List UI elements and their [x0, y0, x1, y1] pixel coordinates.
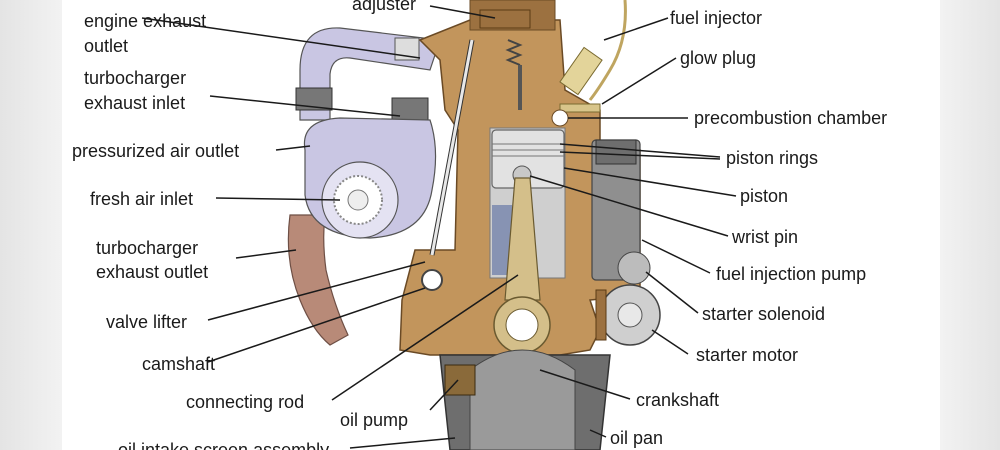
- label-engine-exhaust-outlet-line2: outlet: [84, 36, 128, 56]
- label-oil-pan: oil pan: [610, 428, 663, 448]
- oil-pump-body: [444, 364, 476, 396]
- leader-turbocharger-exhaust-outlet: [235, 249, 297, 259]
- crankshaft-counterweight: [469, 349, 576, 450]
- label-adjuster: adjuster: [352, 0, 416, 14]
- leader-starter-solenoid: [645, 271, 699, 314]
- glow-plug-body: [559, 103, 601, 113]
- label-precombustion-chamber: precombustion chamber: [694, 108, 887, 128]
- label-camshaft: camshaft: [142, 354, 215, 374]
- leader-fuel-injection-pump: [641, 239, 711, 274]
- leader-piston: [563, 167, 737, 197]
- label-turbocharger-exhaust-inlet-line1: turbocharger: [84, 68, 186, 88]
- label-valve-lifter: valve lifter: [106, 312, 187, 332]
- valve-spring: [505, 39, 523, 66]
- leader-wrist-pin: [529, 175, 729, 237]
- fuel-line: [588, 0, 627, 101]
- exhaust-clamp: [295, 87, 333, 111]
- left-labels: engine exhaust outlet turbocharger exhau…: [72, 11, 408, 450]
- leader-engine-exhaust-outlet: [141, 17, 421, 59]
- fuel-injector-body: [559, 46, 603, 96]
- precombustion-chamber: [551, 109, 569, 127]
- label-turbocharger-exhaust-outlet-line2: exhaust outlet: [96, 262, 208, 282]
- leader-piston-rings-a: [559, 143, 721, 158]
- leader-pressurized-air-outlet: [275, 145, 311, 151]
- camshaft-lobe: [421, 269, 443, 291]
- cylinder-bore-shade: [492, 205, 512, 275]
- starter-mount: [595, 289, 607, 341]
- label-pressurized-air-outlet: pressurized air outlet: [72, 141, 239, 161]
- label-piston: piston: [740, 186, 788, 206]
- crankshaft-journal: [505, 308, 539, 342]
- label-fuel-injection-pump: fuel injection pump: [716, 264, 866, 284]
- leader-oil-pan: [589, 429, 607, 438]
- leader-turbocharger-exhaust-inlet: [209, 95, 401, 117]
- label-wrist-pin: wrist pin: [731, 227, 798, 247]
- adjuster-block: [479, 9, 531, 29]
- label-oil-pump: oil pump: [340, 410, 408, 430]
- label-connecting-rod: connecting rod: [186, 392, 304, 412]
- starter-solenoid-body: [617, 251, 651, 285]
- right-margin: [940, 0, 1000, 450]
- leader-connecting-rod: [331, 274, 519, 401]
- exhaust-clamp: [394, 37, 420, 61]
- pushrod-core: [430, 39, 474, 256]
- label-turbocharger-exhaust-inlet-line2: exhaust inlet: [84, 93, 185, 113]
- leader-lines: [141, 5, 737, 449]
- turbocharger-exhaust-hose: [287, 214, 349, 346]
- label-fuel-injector: fuel injector: [670, 8, 762, 28]
- left-margin: [0, 0, 62, 450]
- starter-motor-shaft: [617, 302, 643, 328]
- leader-fuel-injector: [603, 17, 669, 41]
- fuel-injection-pump-top: [595, 139, 637, 165]
- label-fresh-air-inlet: fresh air inlet: [90, 189, 193, 209]
- label-engine-exhaust-outlet-line1: engine exhaust: [84, 11, 206, 31]
- leader-camshaft: [207, 287, 426, 363]
- turbocharger-hub: [347, 189, 369, 211]
- label-glow-plug: glow plug: [680, 48, 756, 68]
- label-turbocharger-exhaust-outlet-line1: turbocharger: [96, 238, 198, 258]
- label-starter-motor: starter motor: [696, 345, 798, 365]
- leader-crankshaft: [539, 369, 631, 400]
- label-oil-intake-screen-assembly: oil intake screen assembly: [118, 440, 329, 450]
- leader-valve-lifter: [207, 261, 426, 321]
- leader-starter-motor: [651, 329, 689, 355]
- label-piston-rings: piston rings: [726, 148, 818, 168]
- leader-glow-plug: [601, 57, 677, 105]
- leader-oil-pump: [429, 379, 459, 411]
- label-starter-solenoid: starter solenoid: [702, 304, 825, 324]
- leader-fresh-air-inlet: [215, 197, 341, 201]
- leader-oil-intake-screen-assembly: [349, 437, 456, 449]
- label-crankshaft: crankshaft: [636, 390, 719, 410]
- leader-piston-rings-b: [559, 151, 721, 160]
- exhaust-clamp: [391, 97, 429, 123]
- connecting-rod-shape: [504, 177, 541, 301]
- right-labels: fuel injector glow plug precombustion ch…: [610, 8, 887, 448]
- leader-adjuster: [429, 5, 496, 19]
